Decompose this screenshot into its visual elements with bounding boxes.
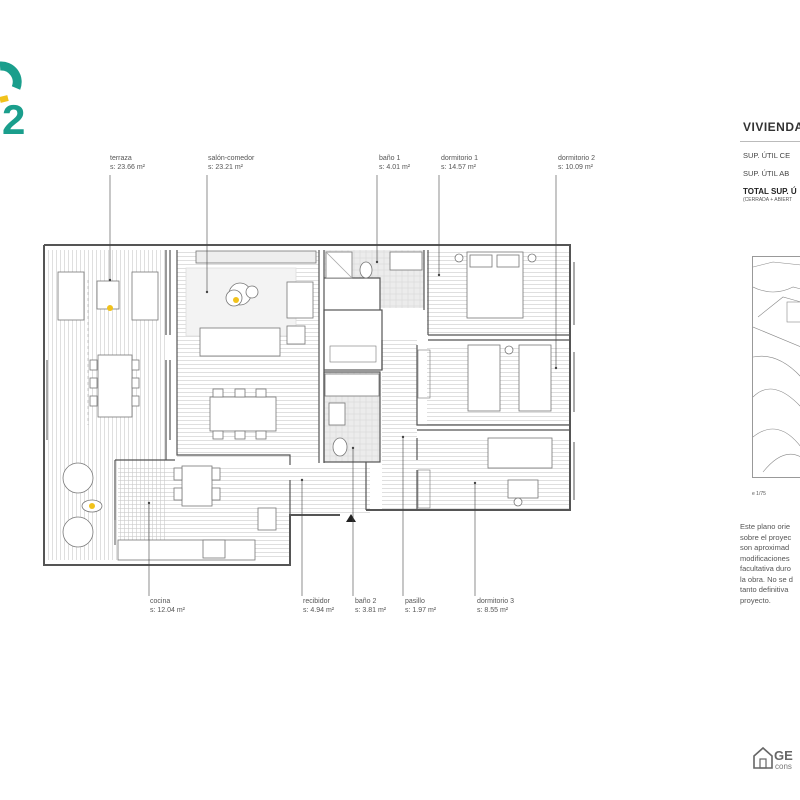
room-name: baño 1 — [379, 155, 401, 162]
location-minimap — [752, 256, 800, 478]
disclaimer-line: son aproximad — [740, 543, 790, 552]
brand-logo: 2 — [0, 61, 25, 138]
hall-floor — [290, 465, 370, 515]
plant-icon — [107, 305, 113, 311]
disclaimer-line: proyecto. — [740, 595, 771, 605]
disclaimer-line: sobre el proyec — [740, 532, 792, 542]
disclaimer-line: facultativa duro — [740, 564, 791, 573]
room-area: s: 8.55 m² — [477, 607, 509, 614]
title-divider — [740, 141, 800, 142]
room-area: s: 23.66 m² — [110, 164, 146, 171]
brand-sub: cons — [775, 762, 792, 771]
disclaimer-line: tanto definitiva — [740, 585, 789, 594]
sup-cerrada: SUP. ÚTIL CE — [743, 151, 791, 160]
room-name: dormitorio 2 — [558, 155, 595, 162]
room-label-salon: salón-comedor s: 23.21 m² — [208, 154, 254, 172]
room-label-dorm2: dormitorio 2 s: 10.09 m² — [558, 154, 595, 172]
disclaimer-line: Este plano orie — [740, 522, 791, 531]
room-area: s: 1.97 m² — [405, 607, 437, 614]
entrance-marker — [346, 514, 356, 522]
room-name: baño 2 — [355, 598, 377, 605]
room-label-cocina: cocina s: 12.04 m² — [150, 597, 185, 615]
room-area: s: 10.09 m² — [558, 164, 594, 171]
room-name: pasillo — [405, 598, 425, 605]
room-name: terraza — [110, 155, 132, 162]
unit-number: 2 — [2, 96, 25, 138]
room-area: s: 4.01 m² — [379, 164, 411, 171]
bano1-floor-2 — [380, 278, 424, 308]
room-label-terraza: terraza s: 23.66 m² — [110, 154, 145, 172]
scale-label: e 1/75 — [752, 491, 766, 497]
disclaimer-line: modificaciones — [740, 553, 790, 563]
total-surface-note: (CERRADA + ABIERT — [743, 197, 793, 203]
disclaimer-text: Este plano orie sobre el proyec son apro… — [740, 522, 800, 606]
room-label-dorm1: dormitorio 1 s: 14.57 m² — [441, 154, 478, 172]
room-label-recibidor: recibidor s: 4.94 m² — [303, 597, 334, 615]
room-label-pasillo: pasillo s: 1.97 m² — [405, 597, 436, 615]
room-area: s: 4.94 m² — [303, 607, 335, 614]
room-area: s: 3.81 m² — [355, 607, 387, 614]
room-name: salón-comedor — [208, 155, 255, 162]
house-icon — [753, 746, 773, 769]
room-name: dormitorio 1 — [441, 155, 478, 162]
room-area: s: 12.04 m² — [150, 607, 186, 614]
room-name: recibidor — [303, 598, 330, 605]
plant-icon — [89, 503, 95, 509]
company-logo: GE cons — [753, 746, 793, 771]
room-name: cocina — [150, 598, 171, 605]
room-area: s: 23.21 m² — [208, 164, 244, 171]
sup-abierta: SUP. ÚTIL AB — [743, 169, 790, 178]
pasillo-floor — [382, 340, 417, 510]
room-area: s: 14.57 m² — [441, 164, 477, 171]
total-surface: TOTAL SUP. Ú — [743, 187, 797, 196]
room-label-bano2: baño 2 s: 3.81 m² — [355, 597, 386, 615]
room-name: dormitorio 3 — [477, 598, 514, 605]
unit-title: VIVIENDA — [743, 120, 800, 134]
minimap-drawing — [753, 261, 800, 473]
room-label-bano1: baño 1 s: 4.01 m² — [379, 154, 410, 172]
disclaimer-line: la obra. No se d — [740, 574, 793, 584]
room-label-dorm3: dormitorio 3 s: 8.55 m² — [477, 597, 514, 615]
brand-name: GE — [774, 748, 793, 763]
